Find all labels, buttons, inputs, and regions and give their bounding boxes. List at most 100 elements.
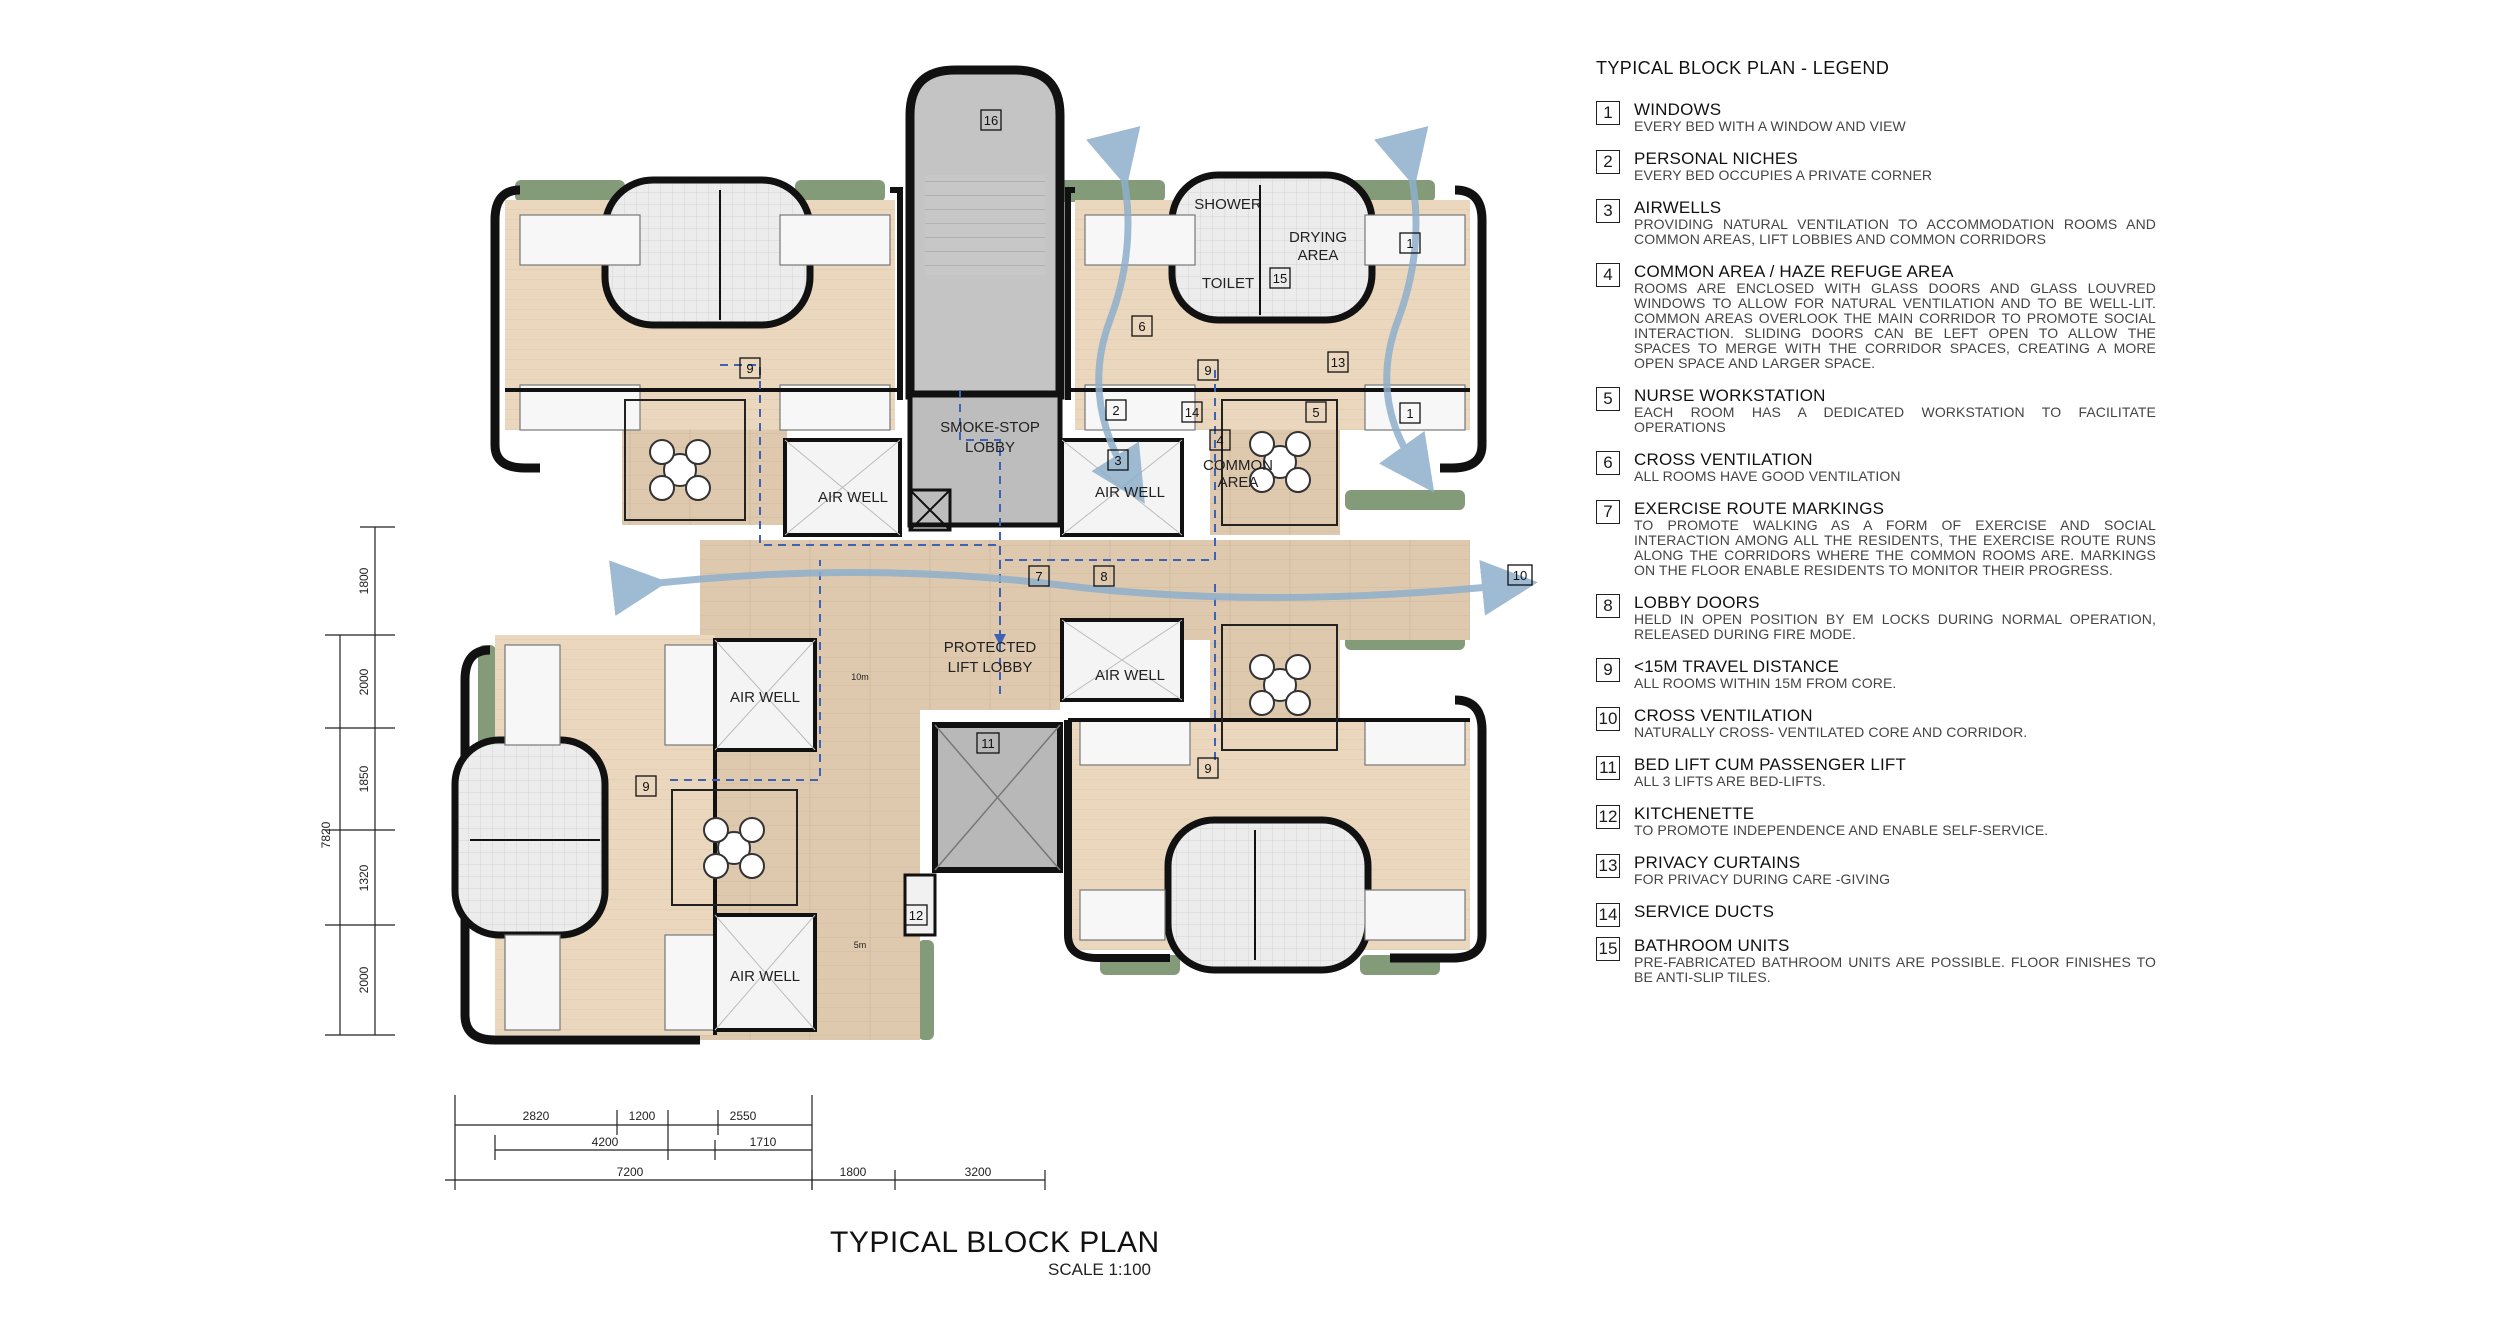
legend-title: PRIVACY CURTAINS bbox=[1634, 853, 1801, 872]
legend-item: 12 KITCHENETTE TO PROMOTE INDEPENDENCE A… bbox=[1596, 805, 2156, 838]
legend-number: 9 bbox=[1596, 658, 1620, 682]
core bbox=[903, 65, 1065, 937]
legend-description: ALL ROOMS HAVE GOOD VENTILATION bbox=[1634, 468, 1901, 484]
legend-item: 6 CROSS VENTILATION ALL ROOMS HAVE GOOD … bbox=[1596, 451, 2156, 484]
legend: TYPICAL BLOCK PLAN - LEGEND 1 WINDOWS EV… bbox=[1596, 58, 2156, 1001]
svg-text:13: 13 bbox=[1331, 355, 1345, 370]
plan-number-tags: 16 1 1 15 6 13 9 9 9 9 2 14 4 5 3 7 8 10… bbox=[635, 109, 1533, 926]
tag-1-b: 1 bbox=[1399, 402, 1421, 424]
legend-number: 10 bbox=[1596, 707, 1620, 731]
legend-number: 2 bbox=[1596, 150, 1620, 174]
svg-text:7200: 7200 bbox=[617, 1165, 644, 1179]
tag-5: 5 bbox=[1305, 401, 1327, 423]
legend-item: 7 EXERCISE ROUTE MARKINGS TO PROMOTE WAL… bbox=[1596, 500, 2156, 578]
tag-2: 2 bbox=[1105, 399, 1127, 421]
distance-5m-label: 5m bbox=[854, 940, 867, 950]
tag-10: 10 bbox=[1507, 564, 1533, 586]
legend-number: 3 bbox=[1596, 199, 1620, 223]
vertical-dimension-labels: 1800 2000 1850 1320 2000 7820 bbox=[319, 567, 371, 993]
air-well-label-4: AIR WELL bbox=[730, 689, 800, 706]
svg-text:1850: 1850 bbox=[357, 765, 371, 792]
legend-title: <15M TRAVEL DISTANCE bbox=[1634, 657, 1840, 676]
drying-area-label-2: AREA bbox=[1298, 247, 1339, 264]
tag-9-d: 9 bbox=[1197, 757, 1219, 779]
legend-title: BATHROOM UNITS bbox=[1634, 936, 1790, 955]
legend-number: 11 bbox=[1596, 756, 1620, 780]
legend-title: NURSE WORKSTATION bbox=[1634, 386, 1826, 405]
legend-title: AIRWELLS bbox=[1634, 198, 1722, 217]
svg-text:12: 12 bbox=[909, 908, 923, 923]
tag-16: 16 bbox=[980, 109, 1002, 131]
legend-description: PROVIDING NATURAL VENTILATION TO ACCOMMO… bbox=[1634, 216, 2156, 247]
tag-9-b: 9 bbox=[1197, 359, 1219, 381]
legend-description: PRE-FABRICATED BATHROOM UNITS ARE POSSIB… bbox=[1634, 954, 2156, 985]
tag-8: 8 bbox=[1093, 565, 1115, 587]
tag-13: 13 bbox=[1327, 351, 1349, 373]
svg-text:8: 8 bbox=[1100, 569, 1107, 584]
svg-text:15: 15 bbox=[1273, 271, 1287, 286]
legend-description: EACH ROOM HAS A DEDICATED WORKSTATION TO… bbox=[1634, 404, 2156, 435]
tag-6: 6 bbox=[1131, 315, 1153, 337]
tag-9-c: 9 bbox=[635, 775, 657, 797]
legend-item: 11 BED LIFT CUM PASSENGER LIFT ALL 3 LIF… bbox=[1596, 756, 2156, 789]
legend-item: 14 SERVICE DUCTS bbox=[1596, 903, 2156, 927]
legend-number: 8 bbox=[1596, 594, 1620, 618]
svg-text:1200: 1200 bbox=[629, 1109, 656, 1123]
svg-text:7820: 7820 bbox=[319, 821, 333, 848]
svg-text:9: 9 bbox=[1204, 363, 1211, 378]
room-lower-right bbox=[1064, 695, 1487, 974]
legend-heading: TYPICAL BLOCK PLAN - LEGEND bbox=[1596, 58, 1890, 78]
air-well-label-2: AIR WELL bbox=[1095, 484, 1165, 501]
common-area-label-1: COMMON bbox=[1203, 457, 1273, 474]
common-area-chairs bbox=[649, 431, 1311, 879]
legend-number: 1 bbox=[1596, 101, 1620, 125]
svg-text:1: 1 bbox=[1406, 236, 1413, 251]
legend-item: 5 NURSE WORKSTATION EACH ROOM HAS A DEDI… bbox=[1596, 387, 2156, 435]
legend-title: WINDOWS bbox=[1634, 100, 1722, 119]
smoke-stop-label-1: SMOKE-STOP bbox=[940, 419, 1040, 436]
legend-item: 9 <15M TRAVEL DISTANCE ALL ROOMS WITHIN … bbox=[1596, 658, 2156, 691]
legend-item: 8 LOBBY DOORS HELD IN OPEN POSITION BY E… bbox=[1596, 594, 2156, 642]
legend-number: 4 bbox=[1596, 263, 1620, 287]
svg-text:3200: 3200 bbox=[965, 1165, 992, 1179]
svg-text:5: 5 bbox=[1312, 405, 1319, 420]
legend-item: 10 CROSS VENTILATION NATURALLY CROSS- VE… bbox=[1596, 707, 2156, 740]
legend-description: NATURALLY CROSS- VENTILATED CORE AND COR… bbox=[1634, 724, 2028, 740]
common-area-tables bbox=[624, 399, 1338, 906]
legend-description: EVERY BED WITH A WINDOW AND VIEW bbox=[1634, 118, 1906, 134]
svg-text:1320: 1320 bbox=[357, 864, 371, 891]
svg-text:2550: 2550 bbox=[730, 1109, 757, 1123]
airflow-arrows bbox=[609, 126, 1538, 616]
air-well-diagonals bbox=[714, 439, 1183, 1031]
legend-description: ROOMS ARE ENCLOSED WITH GLASS DOORS AND … bbox=[1634, 280, 2156, 371]
legend-description: FOR PRIVACY DURING CARE -GIVING bbox=[1634, 871, 1891, 887]
plan-title: TYPICAL BLOCK PLAN bbox=[830, 1226, 1160, 1259]
svg-text:9: 9 bbox=[746, 361, 753, 376]
legend-item: 4 COMMON AREA / HAZE REFUGE AREA ROOMS A… bbox=[1596, 263, 2156, 371]
distance-10m-label: 10m bbox=[851, 672, 869, 682]
legend-description: ALL ROOMS WITHIN 15M FROM CORE. bbox=[1634, 675, 1897, 691]
plan-labels: SHOWER TOILET DRYING AREA SMOKE-STOP LOB… bbox=[730, 196, 1347, 985]
legend-number: 7 bbox=[1596, 500, 1620, 524]
svg-text:1800: 1800 bbox=[357, 567, 371, 594]
tag-11: 11 bbox=[976, 732, 1000, 754]
svg-text:9: 9 bbox=[1204, 761, 1211, 776]
legend-description: TO PROMOTE WALKING AS A FORM OF EXERCISE… bbox=[1634, 517, 2156, 578]
svg-text:4200: 4200 bbox=[592, 1135, 619, 1149]
legend-description: EVERY BED OCCUPIES A PRIVATE CORNER bbox=[1634, 167, 1933, 183]
legend-number: 13 bbox=[1596, 854, 1620, 878]
air-well-label-5: AIR WELL bbox=[730, 968, 800, 985]
svg-text:4: 4 bbox=[1216, 433, 1223, 448]
air-well-label-3: AIR WELL bbox=[1095, 667, 1165, 684]
tag-7: 7 bbox=[1028, 565, 1050, 587]
air-well-label-1: AIR WELL bbox=[818, 489, 888, 506]
legend-title: BED LIFT CUM PASSENGER LIFT bbox=[1634, 755, 1907, 774]
svg-text:2000: 2000 bbox=[357, 966, 371, 993]
legend-number: 15 bbox=[1596, 937, 1620, 961]
tag-12: 12 bbox=[904, 904, 928, 926]
drying-area-label-1: DRYING bbox=[1289, 229, 1347, 246]
legend-title: PERSONAL NICHES bbox=[1634, 149, 1798, 168]
room-lower-left bbox=[451, 635, 717, 1045]
legend-number: 14 bbox=[1596, 903, 1620, 927]
